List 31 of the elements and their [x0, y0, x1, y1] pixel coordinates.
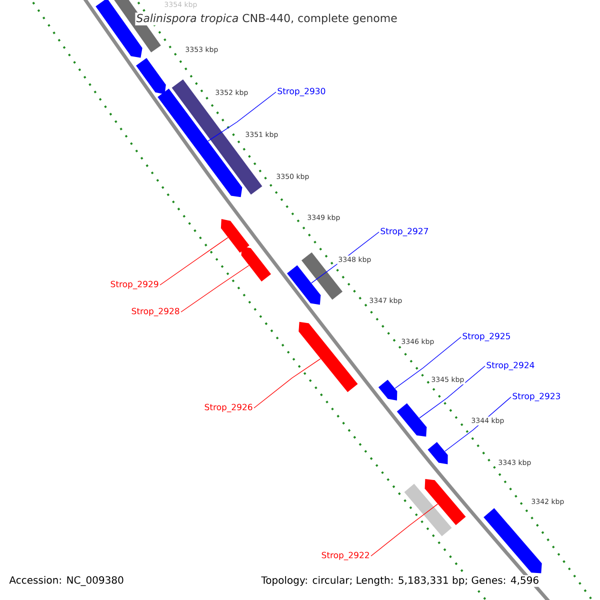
- gene-feature: [378, 380, 398, 401]
- gene-label: Strop_2923: [512, 392, 560, 402]
- accession-text: Accession: NC_009380: [8, 575, 125, 587]
- gene-feature: [286, 265, 321, 305]
- leader-line: [419, 366, 486, 418]
- gene-label: Strop_2928: [132, 308, 180, 316]
- gene-label: Strop_2925: [462, 332, 510, 342]
- leader-line: [254, 358, 321, 408]
- leader-line: [370, 504, 438, 556]
- leader-line: [208, 92, 276, 142]
- feature-box: [172, 79, 262, 195]
- gene-feature: [298, 322, 358, 392]
- gene-label: Strop_2929: [110, 280, 158, 290]
- gene-label: Strop_2922: [322, 552, 369, 560]
- gene-feature: [484, 508, 542, 574]
- gene-feature: [428, 442, 448, 464]
- gene-label: Strop_2924: [486, 362, 534, 370]
- leader-line: [160, 237, 228, 286]
- leader-line: [180, 265, 250, 312]
- genome-info-text: Topology: circular; Length: 5,183,331 bp; Genes: 4,596: [260, 575, 540, 587]
- feature-box: [404, 484, 452, 536]
- gene-label: Strop_2926: [204, 404, 252, 412]
- leader-line: [394, 336, 462, 389]
- gene-label: Strop_2927: [380, 228, 428, 236]
- gene-feature: [424, 479, 466, 526]
- gene-feature: [241, 246, 272, 282]
- gene-label: Strop_2930: [278, 88, 326, 96]
- gene-feature: [396, 403, 427, 437]
- gene-feature: [220, 218, 250, 253]
- gene-feature: [136, 58, 166, 94]
- title: Salinispora tropica CNB-440, complete genome: [135, 12, 398, 26]
